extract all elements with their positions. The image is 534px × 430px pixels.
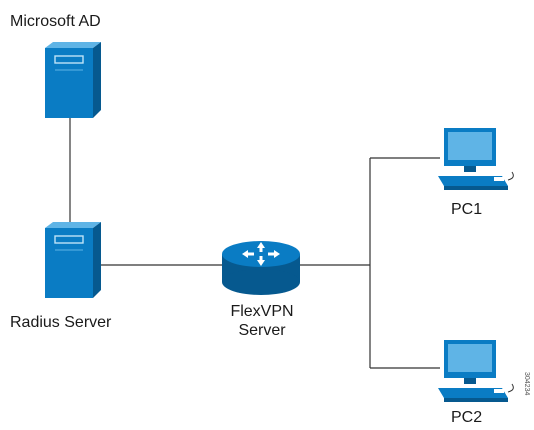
radius-server-label: Radius Server — [10, 314, 112, 331]
pc1-label: PC1 — [451, 201, 483, 218]
router-icon — [222, 241, 300, 295]
figure-id: 304234 — [523, 372, 530, 396]
flexvpn-server-label: FlexVPN Server — [222, 302, 302, 340]
microsoft-ad-label: Microsoft AD — [10, 13, 101, 30]
flexvpn-label-line1: FlexVPN — [230, 303, 294, 320]
pc2-label: PC2 — [451, 409, 483, 426]
server-icon — [45, 222, 101, 298]
workstation-icon — [438, 128, 514, 190]
workstation-icon — [438, 340, 514, 402]
server-icon — [45, 42, 101, 118]
flexvpn-label-line2: Server — [238, 322, 286, 339]
connection-lines — [69, 118, 440, 369]
